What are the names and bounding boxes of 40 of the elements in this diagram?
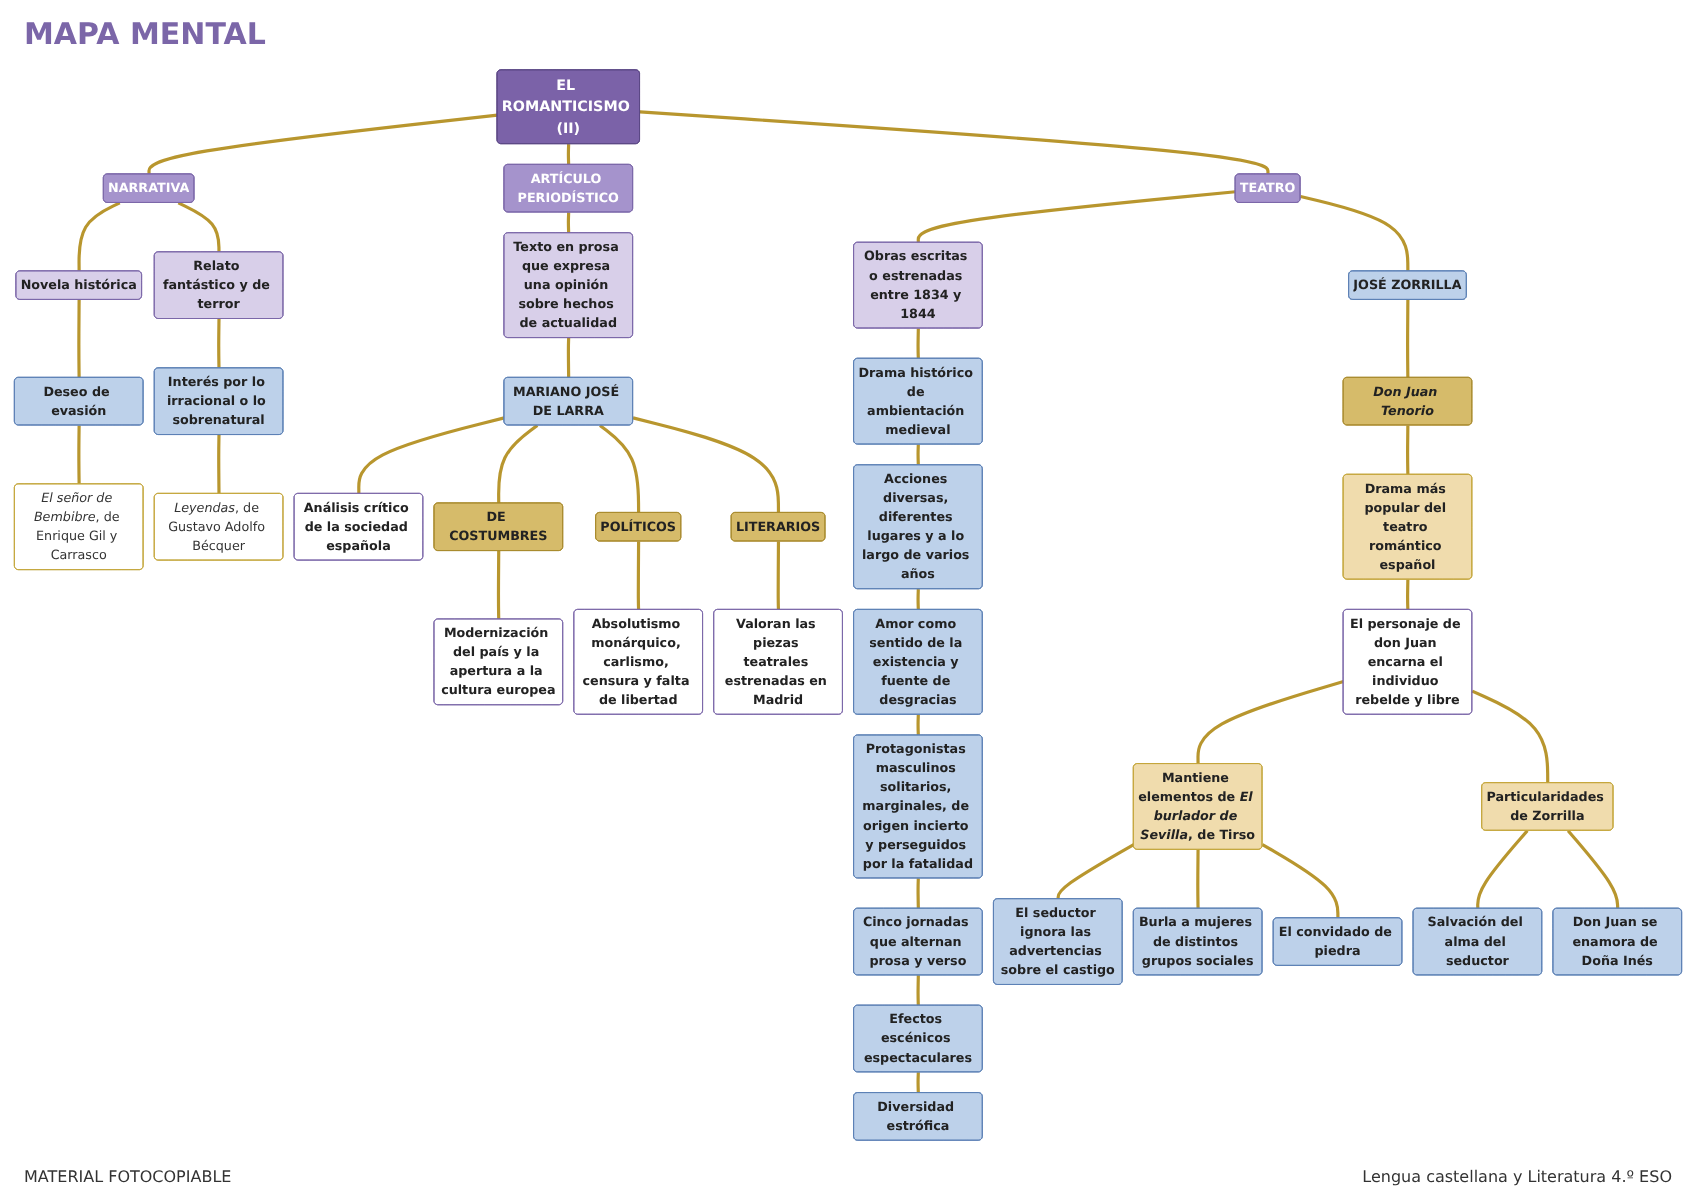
connector xyxy=(599,424,641,513)
connector xyxy=(916,589,920,610)
footer-note: Lengua castellana y Literatura 4.º ESO xyxy=(1362,1168,1672,1186)
connector xyxy=(1476,829,1529,909)
connector xyxy=(497,424,539,504)
map-title: MAPA MENTAL xyxy=(24,16,266,52)
connector xyxy=(776,541,781,610)
connector xyxy=(916,1072,920,1093)
connector xyxy=(639,110,1270,175)
connector xyxy=(632,416,781,513)
connector xyxy=(916,878,920,909)
connector xyxy=(217,434,221,494)
connector xyxy=(77,425,81,485)
connector xyxy=(1261,843,1340,919)
connector xyxy=(217,318,221,369)
connector xyxy=(1566,829,1620,909)
connector xyxy=(566,337,571,378)
connector xyxy=(916,328,920,359)
connector xyxy=(357,416,505,494)
connector xyxy=(1196,849,1200,909)
connector xyxy=(916,444,920,466)
connector xyxy=(1406,299,1410,378)
footer-note: MATERIAL FOTOCOPIABLE xyxy=(24,1168,232,1186)
connector xyxy=(496,550,501,620)
connector xyxy=(1406,425,1410,475)
connector xyxy=(636,541,641,610)
connector xyxy=(566,144,571,165)
connector xyxy=(566,212,571,234)
connector xyxy=(1471,689,1550,784)
connector xyxy=(1196,679,1344,764)
connector xyxy=(77,201,121,272)
connector xyxy=(916,190,1236,243)
connector xyxy=(1056,843,1135,900)
connector xyxy=(77,299,81,378)
connector xyxy=(1406,579,1410,610)
connector xyxy=(916,714,920,736)
connector xyxy=(1300,194,1410,272)
connector xyxy=(147,113,498,175)
connector xyxy=(177,201,221,253)
connector xyxy=(916,975,920,1006)
